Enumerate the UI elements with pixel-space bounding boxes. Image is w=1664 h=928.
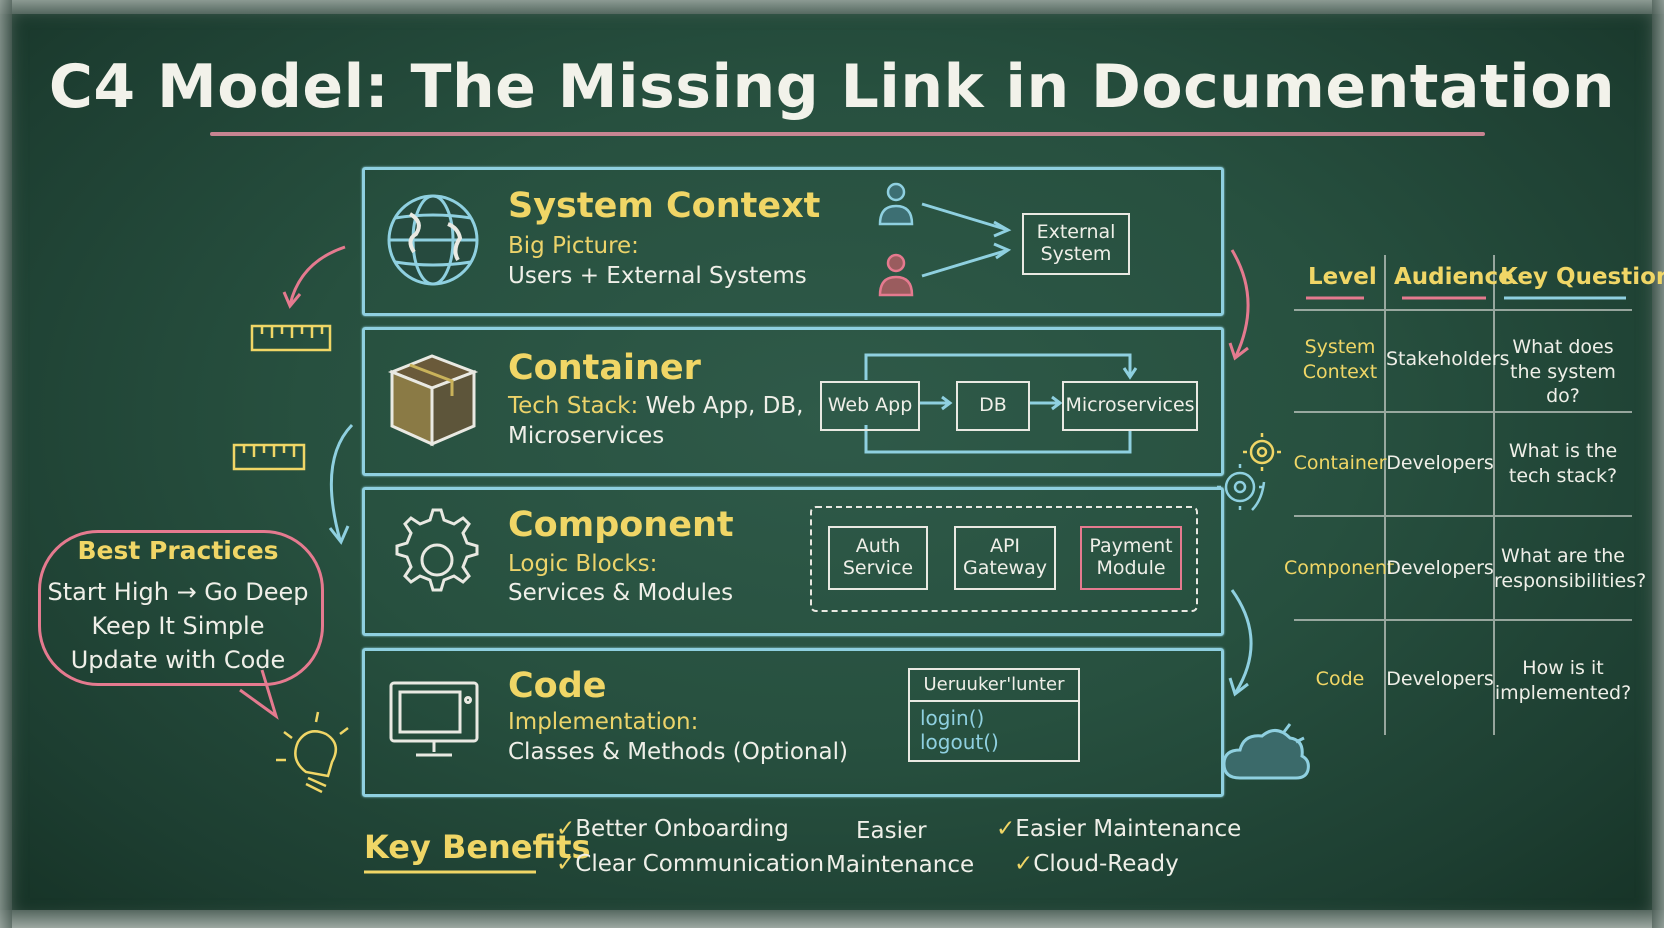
- benefit-label: Cloud-Ready: [1033, 851, 1179, 877]
- benefit-item: ✓Cloud-Ready: [1014, 851, 1179, 877]
- container-box: DB: [956, 381, 1030, 431]
- level-desc: Services & Modules: [508, 580, 734, 606]
- table-lines: [1294, 255, 1632, 735]
- level-title: Component: [508, 505, 734, 545]
- class-diagram: Ueruuker'lunter login() logout(): [908, 668, 1080, 762]
- table-header-level: Level: [1308, 264, 1377, 290]
- arrow: [864, 353, 1138, 454]
- monitor-icon: [389, 681, 479, 757]
- table-cell-question: What is the tech stack?: [1508, 440, 1618, 487]
- level-desc: Users + External Systems: [508, 263, 807, 289]
- panel-code: [362, 648, 1224, 797]
- table-cell-question: What are the responsibilities?: [1494, 545, 1647, 592]
- panel-component: [362, 487, 1224, 636]
- lightbulb-icon: [276, 711, 349, 794]
- level-subtitle: Big Picture:: [508, 233, 639, 259]
- box-icon: [387, 354, 479, 447]
- component-box: Payment Module: [1080, 526, 1182, 590]
- page-title: C4 Model: The Missing Link in Documentat…: [48, 52, 1616, 122]
- level-subtitle-rest: Web App, DB,: [638, 393, 804, 419]
- table-cell-level: Container: [1293, 452, 1387, 474]
- board-frame-bottom: [0, 910, 1664, 928]
- board-frame-left: [0, 0, 12, 928]
- table-cell-level: Code: [1315, 668, 1365, 690]
- best-practices-bubble: [38, 530, 324, 686]
- table-cell-audience: Developers: [1386, 668, 1494, 690]
- arrow: [1228, 249, 1250, 361]
- cloud-icon: [1222, 723, 1310, 780]
- check-icon: ✓: [556, 851, 576, 877]
- arrow: [1228, 589, 1253, 697]
- table-cell-level: Component: [1284, 557, 1395, 579]
- table-header-audience: Audience: [1394, 264, 1514, 290]
- level-title: System Context: [508, 186, 821, 226]
- level-subtitle: Implementation:: [508, 709, 699, 735]
- board-frame-top: [0, 0, 1664, 14]
- table-header-question: Key Question: [1500, 264, 1664, 290]
- arrow: [282, 245, 346, 309]
- table-cell-audience: Developers: [1386, 557, 1494, 579]
- best-practices-title: Best Practices: [77, 536, 279, 565]
- check-icon: ✓: [996, 816, 1016, 842]
- table-cell-level: System Context: [1302, 336, 1378, 383]
- component-boundary: [810, 506, 1198, 612]
- gear-icon: [1217, 464, 1266, 511]
- ruler-icon: [232, 324, 332, 471]
- gear-icon: [1243, 433, 1281, 471]
- benefit-item: Maintenance: [826, 852, 975, 878]
- user-icon: [878, 182, 914, 226]
- board-frame-right: [1652, 0, 1664, 928]
- level-title: Container: [508, 348, 701, 388]
- class-name: Ueruuker'lunter: [910, 670, 1078, 702]
- table-cell-audience: Stakeholders: [1386, 348, 1510, 370]
- container-box: Web App: [820, 381, 920, 431]
- benefit-label: Better Onboarding: [575, 816, 789, 842]
- external-system-box: External System: [1022, 213, 1130, 275]
- panel-system-context: [362, 167, 1224, 316]
- check-icon: ✓: [1014, 851, 1034, 877]
- table-cell-question: What does the system do?: [1510, 336, 1616, 408]
- table-cell-question: How is it implemented?: [1494, 657, 1632, 704]
- component-box: API Gateway: [954, 526, 1056, 590]
- panel-container: [362, 327, 1224, 476]
- best-practice-item: Start High → Go Deep: [47, 578, 309, 606]
- benefit-label: Clear Communication: [575, 851, 825, 877]
- level-subtitle-line: Tech Stack: Web App, DB,: [508, 393, 803, 419]
- best-practice-item: Update with Code: [70, 646, 286, 674]
- level-subtitle: Tech Stack:: [508, 393, 639, 419]
- table-cell-audience: Developers: [1386, 452, 1494, 474]
- user-icon: [878, 253, 914, 297]
- class-method: logout(): [920, 730, 999, 754]
- benefit-item: ✓Clear Communication: [556, 851, 824, 877]
- check-icon: ✓: [556, 816, 576, 842]
- benefit-item: ✓Easier Maintenance: [996, 816, 1241, 842]
- globe-icon: [387, 194, 479, 286]
- container-box: Microservices: [1062, 381, 1198, 431]
- benefit-label: Easier Maintenance: [1015, 816, 1242, 842]
- class-method: login(): [920, 706, 985, 730]
- gear-icon: [395, 508, 479, 592]
- benefit-item: Easier: [856, 818, 927, 844]
- level-desc: Classes & Methods (Optional): [508, 739, 848, 765]
- best-practice-item: Keep It Simple: [91, 612, 265, 640]
- benefit-item: ✓Better Onboarding: [556, 816, 789, 842]
- arrow: [921, 202, 1012, 278]
- level-subtitle: Logic Blocks:: [508, 551, 658, 577]
- arrow: [328, 423, 354, 545]
- level-title: Code: [508, 666, 607, 706]
- key-benefits-title: Key Benefits: [364, 828, 591, 866]
- component-box: Auth Service: [828, 526, 928, 590]
- level-desc: Microservices: [508, 423, 665, 449]
- title-underline: [210, 132, 1485, 136]
